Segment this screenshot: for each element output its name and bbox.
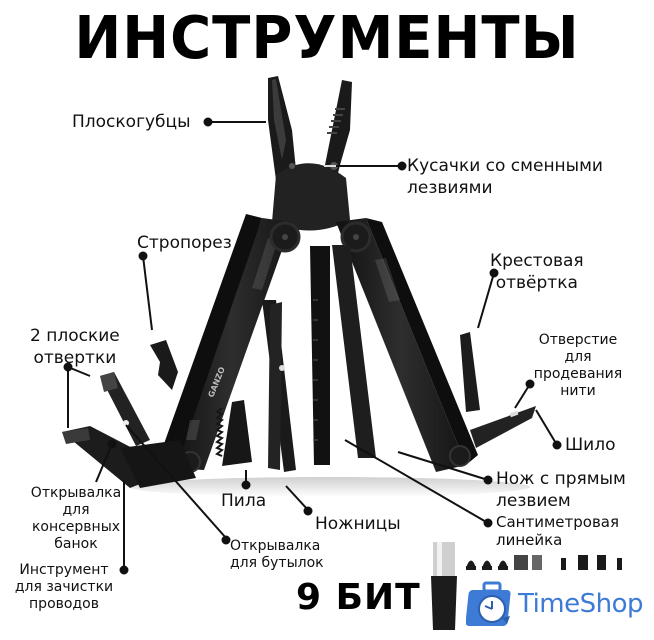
label-strap-cutter: Стропорез (137, 233, 232, 253)
label-knife-line1: Нож с прямым (496, 469, 626, 489)
timeshop-wordmark: TimeShop (518, 589, 644, 619)
label-saw: Пила (221, 491, 267, 511)
timeshop-watermark: TimeShop (462, 578, 652, 634)
label-can-opener-line1: Открывалка (30, 485, 122, 501)
label-thread-hole-line3: продевания (533, 366, 623, 382)
label-wire-cutters-line2: лезвиями (407, 178, 493, 198)
label-wire-cutters: Кусачки со сменными лезвиями (407, 155, 603, 199)
label-scissors: Ножницы (315, 514, 401, 534)
left-handle: GANZO (160, 214, 301, 473)
label-knife-line2: лезвием (496, 491, 571, 511)
right-side-tools (460, 332, 536, 448)
right-handle (336, 218, 478, 472)
callout-lines (63, 117, 562, 575)
label-thread-hole-line1: Отверстие (538, 332, 618, 348)
label-ruler-line1: Сантиметровая (496, 513, 619, 531)
center-tools (215, 245, 376, 472)
bit-set (431, 542, 622, 630)
label-awl: Шило (565, 435, 616, 455)
label-can-opener-line3: консервных (31, 519, 121, 535)
label-flat-screwdrivers-line2: отвертки (33, 348, 117, 368)
label-pliers: Плоскогубцы (72, 112, 191, 132)
label-bottle-opener: Открывалка для бутылок (230, 538, 324, 572)
label-ruler-line2: линейка (496, 531, 563, 549)
label-knife: Нож с прямым лезвием (496, 468, 626, 512)
label-ruler: Сантиметровая линейка (496, 513, 619, 549)
label-can-opener: Открывалка для консервных банок (18, 485, 134, 553)
label-bottle-opener-line2: для бутылок (230, 555, 324, 571)
label-wire-stripper-line2: для зачистки (14, 579, 114, 595)
clock-bag-icon (466, 581, 511, 626)
label-wire-stripper: Инструмент для зачистки проводов (8, 562, 120, 613)
label-phillips-line2: отвёртка (495, 273, 578, 293)
label-phillips-line1: Крестовая (490, 251, 584, 271)
label-thread-hole: Отверстие для продевания нити (520, 332, 636, 400)
page-title: ИНСТРУМЕНТЫ (74, 4, 580, 73)
label-wire-stripper-line1: Инструмент (19, 562, 109, 578)
label-can-opener-line2: для (62, 502, 90, 518)
label-phillips-screwdriver: Крестовая отвёртка (490, 250, 584, 294)
label-flat-screwdrivers: 2 плоские отвертки (30, 325, 120, 369)
bits-count-label: 9 БИТ (296, 577, 421, 618)
label-wire-stripper-line3: проводов (29, 596, 99, 612)
label-can-opener-line4: банок (54, 536, 98, 552)
label-thread-hole-line2: для (564, 349, 592, 365)
label-wire-cutters-line1: Кусачки со сменными (407, 156, 603, 176)
pliers-head (268, 76, 352, 231)
label-thread-hole-line4: нити (560, 383, 596, 399)
label-flat-screwdrivers-line1: 2 плоские (30, 326, 120, 346)
label-bottle-opener-line1: Открывалка (230, 538, 321, 554)
